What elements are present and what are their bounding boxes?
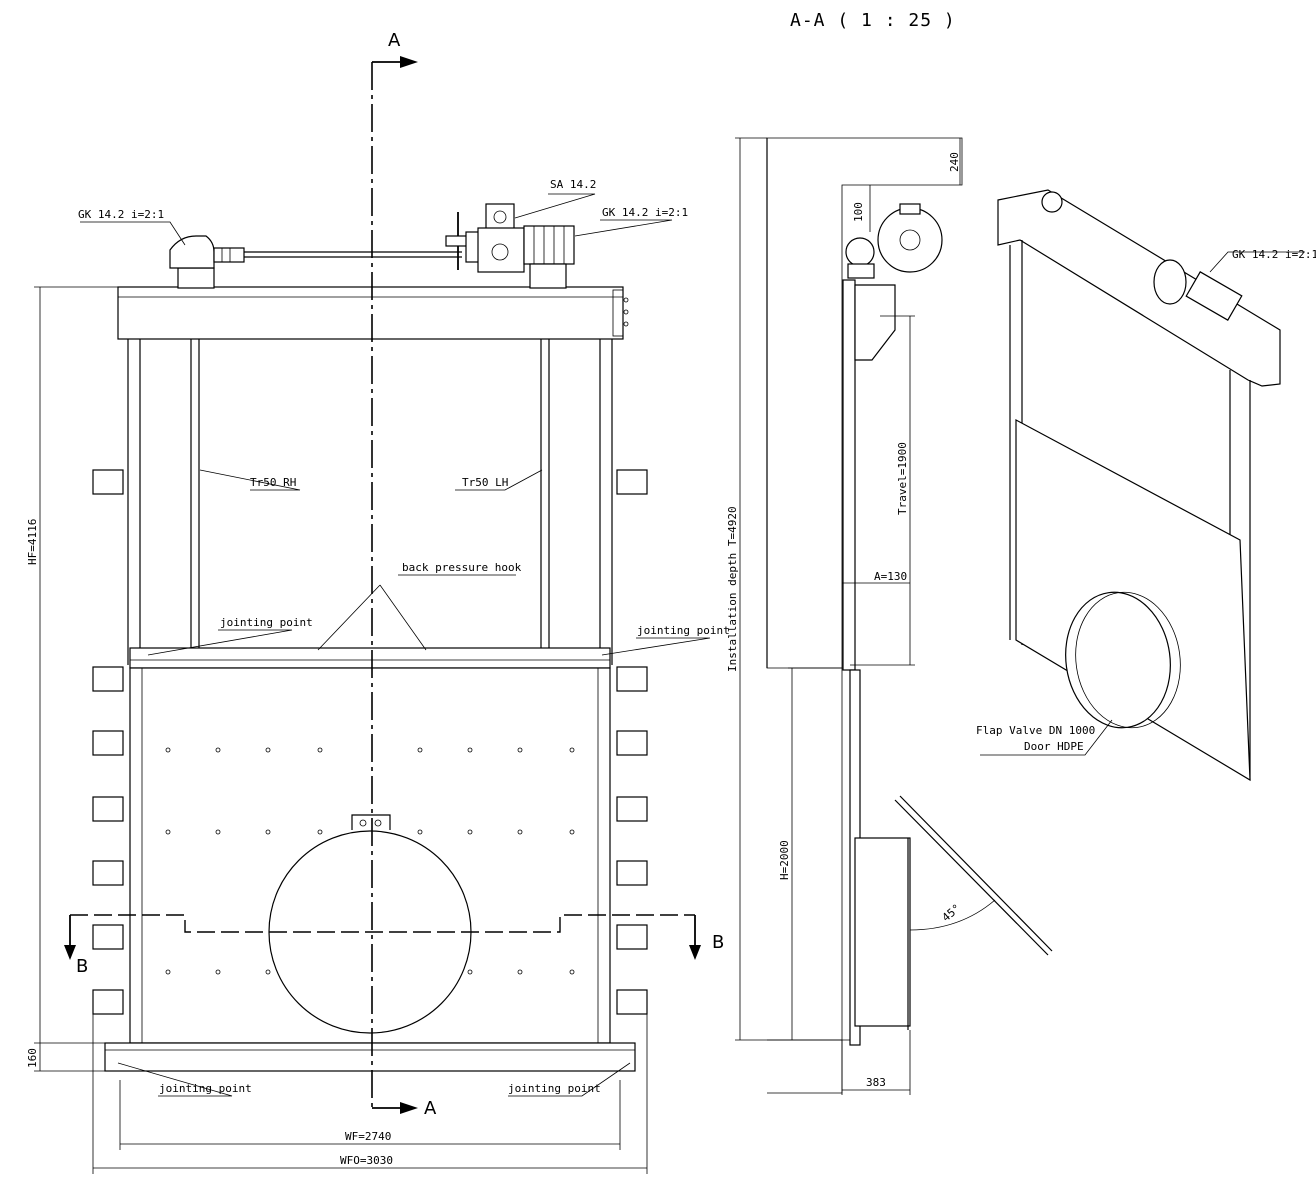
dim-160: 160 [26,1048,39,1068]
label-tr50-lh: Tr50 LH [462,476,508,489]
label-jointing-point-2: jointing point [637,624,730,637]
label-tr50-rh: Tr50 RH [250,476,296,489]
label-flap-valve-2: Door HDPE [1024,740,1084,753]
dim-travel: Travel=1900 [896,442,909,515]
base-plate [104,1042,636,1072]
mark-b-left: B [76,956,88,977]
dim-383: 383 [866,1076,886,1089]
label-jointing-point-3: jointing point [159,1082,252,1095]
gearbox-left [169,235,245,289]
dim-install-depth: Installation depth T=4920 [726,506,739,672]
actuator-sa [445,203,575,289]
label-back-pressure-hook: back pressure hook [402,561,522,574]
header-beam [117,286,624,340]
side-section-view [735,137,1053,1095]
mark-a-bottom: A [424,1098,437,1119]
label-jointing-point-4: jointing point [508,1082,601,1095]
isometric-view [980,189,1305,782]
flap-door-section [854,837,911,1027]
dim-wfo: WFO=3030 [340,1154,393,1167]
label-gk-right: GK 14.2 i=2:1 [602,206,688,219]
wall-brackets-left [92,469,124,1015]
labels: A A B B GK 14.2 i=2:1 SA 14.2 GK 14.2 i=… [26,30,1316,1167]
mark-b-right: B [712,932,724,953]
dim-240: 240 [948,152,961,172]
wall-brackets-right [616,469,648,1015]
section-title: A-A ( 1 : 25 ) [790,10,956,31]
label-sa: SA 14.2 [550,178,596,191]
label-gk-left: GK 14.2 i=2:1 [78,208,164,221]
panel-bolts [165,747,575,975]
dim-h2000: H=2000 [778,840,791,880]
label-jointing-point-1: jointing point [220,616,313,629]
section-line-b [70,914,695,933]
mark-a-top: A [388,30,401,51]
gate-top-rail [129,647,611,669]
front-view [34,56,711,1174]
dim-100: 100 [852,202,865,222]
dim-hf: HF=4116 [26,519,39,565]
label-gk-iso: GK 14.2 i=2:1 [1232,248,1316,261]
label-flap-valve-1: Flap Valve DN 1000 [976,724,1095,737]
dim-a130: A=130 [874,570,907,583]
dim-wf: WF=2740 [345,1130,391,1143]
